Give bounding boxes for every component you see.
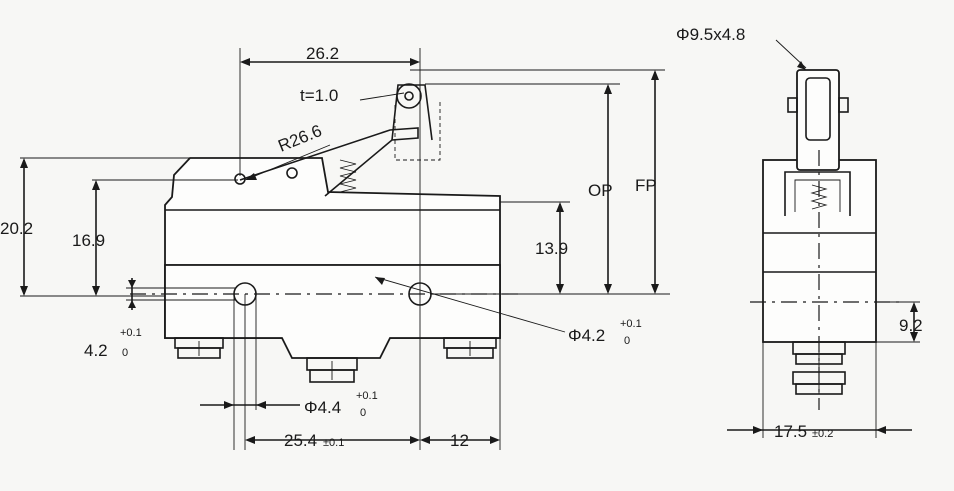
label-4-2-tol-low: 0 (122, 347, 128, 359)
roller-axle (404, 91, 414, 101)
label-phi-4-2-tol-low: 0 (624, 335, 630, 347)
switch-body-lower (164, 264, 501, 359)
side-view: Φ9.5x4.8 9.2 17.5 ±0.2 (676, 25, 923, 441)
front-view: 26.2 t=1.0 R26.6 20.2 16.9 13.9 OP FP 4.… (0, 44, 670, 450)
label-phi-4-4-tol-low: 0 (360, 407, 366, 419)
label-16-9: 16.9 (72, 231, 105, 250)
side-roller-bracket (796, 69, 840, 171)
label-26-2: 26.2 (306, 44, 339, 63)
label-op: OP (588, 181, 613, 200)
label-phi-9-5: Φ9.5x4.8 (676, 25, 745, 44)
roller (396, 83, 422, 109)
label-17-5-tol: ±0.2 (812, 428, 833, 440)
side-plunger-housing (784, 171, 851, 216)
side-axle-left (787, 97, 798, 113)
label-17-5-main: 17.5 (774, 422, 807, 441)
dim-4-2-arrows (128, 280, 136, 308)
label-25-4-tol: ±0.1 (323, 437, 344, 449)
dim-phi-4-4-arrows (224, 401, 266, 409)
label-t-1-0: t=1.0 (300, 86, 338, 105)
leader-r26-6 (249, 144, 331, 179)
leader-phi-4-2 (374, 276, 566, 333)
side-plunger-inner (794, 179, 841, 212)
leader-t-1-0 (359, 92, 405, 101)
lever-small-hole (286, 167, 298, 179)
label-9-2: 9.2 (899, 316, 923, 335)
terminal-left (174, 337, 224, 359)
terminal-middle (306, 357, 358, 383)
side-roller (805, 77, 831, 141)
leader-phi-9-5-arrow (797, 61, 806, 70)
label-12: 12 (450, 431, 469, 450)
side-axle-right (838, 97, 849, 113)
terminal-right (443, 337, 497, 359)
label-fp: FP (635, 176, 657, 195)
leader-phi-4-2-arrow (375, 277, 385, 285)
label-phi-4-2-main: Φ4.2 (568, 326, 605, 345)
side-spring (810, 184, 828, 210)
dim-9-2-arrows (910, 302, 918, 342)
label-20-2: 20.2 (0, 219, 33, 238)
dim-13-9-arrows (556, 202, 564, 294)
label-4-2-tol-up: +0.1 (120, 327, 142, 339)
leader-r26-6-arrow (245, 173, 257, 180)
spring (339, 159, 357, 193)
actuator-lever (239, 127, 419, 197)
label-phi-4-2-tol-up: +0.1 (620, 318, 642, 330)
label-phi-4-4-tol-up: +0.1 (356, 390, 378, 402)
roller-bracket-hidden (394, 100, 441, 161)
label-13-9: 13.9 (535, 239, 568, 258)
label-phi-4-4-main: Φ4.4 (304, 398, 341, 417)
label-4-2-main: 4.2 (84, 341, 108, 360)
label-25-4-main: 25.4 (284, 431, 317, 450)
